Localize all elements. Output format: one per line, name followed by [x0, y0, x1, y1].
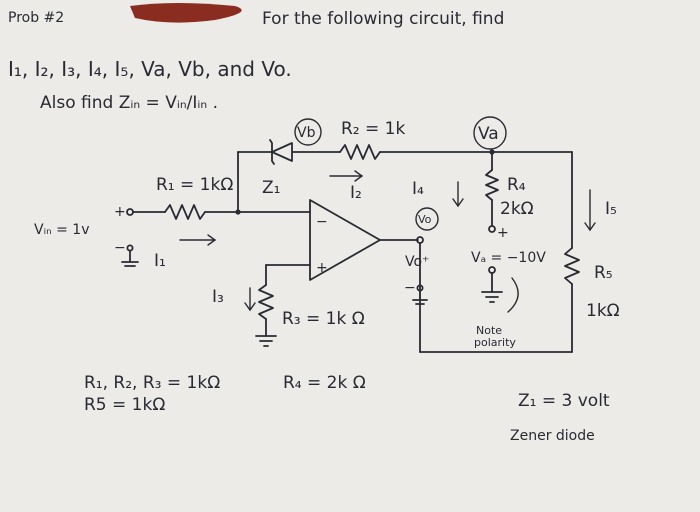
resistor-r1: [164, 204, 206, 220]
va-value: Vₐ = −10V: [471, 250, 546, 266]
note-word: Note: [476, 324, 502, 337]
vb-label: Vb: [297, 125, 316, 141]
redaction-mark: [130, 3, 242, 23]
opamp-plus: +: [316, 260, 328, 276]
vin-plus: +: [114, 204, 126, 220]
resistor-r5: [564, 247, 580, 285]
zener-diode: [271, 142, 293, 162]
resistor-r2: [339, 144, 381, 160]
va-plus: +: [497, 225, 509, 241]
arrow-i5-head: [584, 222, 596, 232]
vo-node-label: Vo: [418, 213, 432, 226]
va-node-circle: [473, 116, 507, 150]
arrow-i3-head: [244, 302, 256, 312]
r4-value-note: R₄ = 2k Ω: [283, 373, 366, 393]
zener-bar: [269, 139, 275, 165]
zener-voltage: Z₁ = 3 volt: [518, 391, 610, 411]
vin-minus: −: [114, 240, 126, 256]
vo-plus-label: Vo⁺: [405, 254, 429, 270]
problem-number: Prob #2: [8, 10, 64, 26]
vb-node-circle: [294, 118, 322, 146]
i4-label: I₄: [412, 179, 424, 199]
i1-label: I₁: [154, 251, 166, 271]
instruction-line-1: For the following circuit, find: [262, 9, 504, 29]
resistor-r3: [258, 284, 274, 320]
r5-label-b: 1kΩ: [586, 301, 620, 321]
polarity-word: polarity: [474, 336, 516, 349]
opamp-minus: −: [316, 214, 328, 230]
i3-label: I₃: [212, 287, 224, 307]
instruction-line-2: I₁, I₂, I₃, I₄, I₅, Va, Vb, and Vo.: [8, 57, 292, 81]
r2-label: R₂ = 1k: [341, 119, 405, 139]
i5-label: I₅: [605, 199, 617, 219]
r4-label-b: 2kΩ: [500, 199, 534, 219]
va-label: Va: [478, 124, 499, 144]
instruction-line-3: Also find Zᵢₙ = Vᵢₙ/Iᵢₙ .: [40, 93, 218, 113]
op-amp: [309, 199, 381, 281]
z1-label: Z₁: [262, 178, 280, 198]
i2-label: I₂: [350, 183, 362, 203]
resistor-values-line1: R₁, R₂, R₃ = 1kΩ: [84, 373, 220, 393]
vo-node-circle: [415, 207, 439, 231]
vin-label: Vᵢₙ = 1v: [34, 222, 89, 238]
r5-label-a: R₅: [594, 263, 613, 283]
polarity-arrow: [507, 277, 519, 313]
resistor-r4: [485, 169, 499, 201]
arrow-i2-head: [354, 170, 364, 182]
arrow-i1-head: [207, 234, 217, 246]
vo-minus-label: −: [404, 280, 416, 296]
zener-type: Zener diode: [510, 428, 595, 444]
resistor-values-line2: R5 = 1kΩ: [84, 395, 165, 415]
r1-label: R₁ = 1kΩ: [156, 175, 233, 195]
r3-label: R₃ = 1k Ω: [282, 309, 365, 329]
va-plus-terminal: [488, 225, 496, 233]
r4-label-a: R₄: [507, 175, 526, 195]
vin-minus-terminal: [126, 244, 134, 252]
arrow-i4-head: [452, 198, 464, 208]
